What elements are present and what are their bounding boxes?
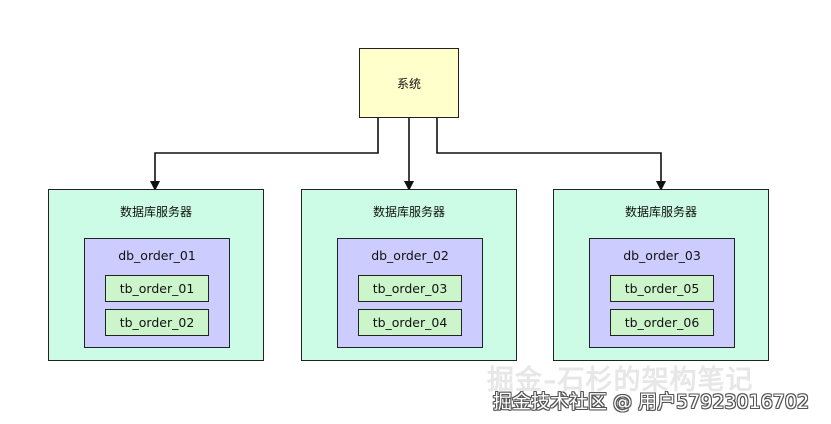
table-tb-order-04: tb_order_04 xyxy=(358,309,462,336)
table-tb-order-02: tb_order_02 xyxy=(105,309,209,336)
table-name: tb_order_02 xyxy=(119,315,195,330)
database-name: db_order_01 xyxy=(118,248,196,263)
server-title: 数据库服务器 xyxy=(372,205,445,219)
table-name: tb_order_01 xyxy=(119,281,195,296)
table-name: tb_order_03 xyxy=(372,281,448,296)
connector-system-to-server-3 xyxy=(436,118,666,191)
database-server-1: 数据库服务器 db_order_01 tb_order_01 tb_order_… xyxy=(48,189,264,361)
database-server-3: 数据库服务器 db_order_03 tb_order_05 tb_order_… xyxy=(553,189,769,361)
database-server-2: 数据库服务器 db_order_02 tb_order_03 tb_order_… xyxy=(301,189,517,361)
watermark-community: 掘金技术社区 @ 用户57923016702 xyxy=(493,391,810,413)
watermark-author: 掘金–石杉的架构笔记 xyxy=(487,365,754,396)
database-db-order-01: db_order_01 tb_order_01 tb_order_02 xyxy=(84,238,230,348)
database-db-order-02: db_order_02 tb_order_03 tb_order_04 xyxy=(337,238,483,348)
table-name: tb_order_04 xyxy=(372,315,448,330)
table-name: tb_order_05 xyxy=(624,281,700,296)
system-node: 系统 xyxy=(359,48,459,118)
server-title: 数据库服务器 xyxy=(119,205,192,219)
table-tb-order-06: tb_order_06 xyxy=(610,309,714,336)
database-name: db_order_02 xyxy=(371,248,449,263)
system-label: 系统 xyxy=(396,76,421,91)
connector-system-to-server-1 xyxy=(150,118,379,191)
table-tb-order-03: tb_order_03 xyxy=(358,275,462,302)
database-db-order-03: db_order_03 tb_order_05 tb_order_06 xyxy=(589,238,735,348)
database-name: db_order_03 xyxy=(623,248,701,263)
table-name: tb_order_06 xyxy=(624,315,700,330)
table-tb-order-05: tb_order_05 xyxy=(610,275,714,302)
server-title: 数据库服务器 xyxy=(624,205,697,219)
table-tb-order-01: tb_order_01 xyxy=(105,275,209,302)
